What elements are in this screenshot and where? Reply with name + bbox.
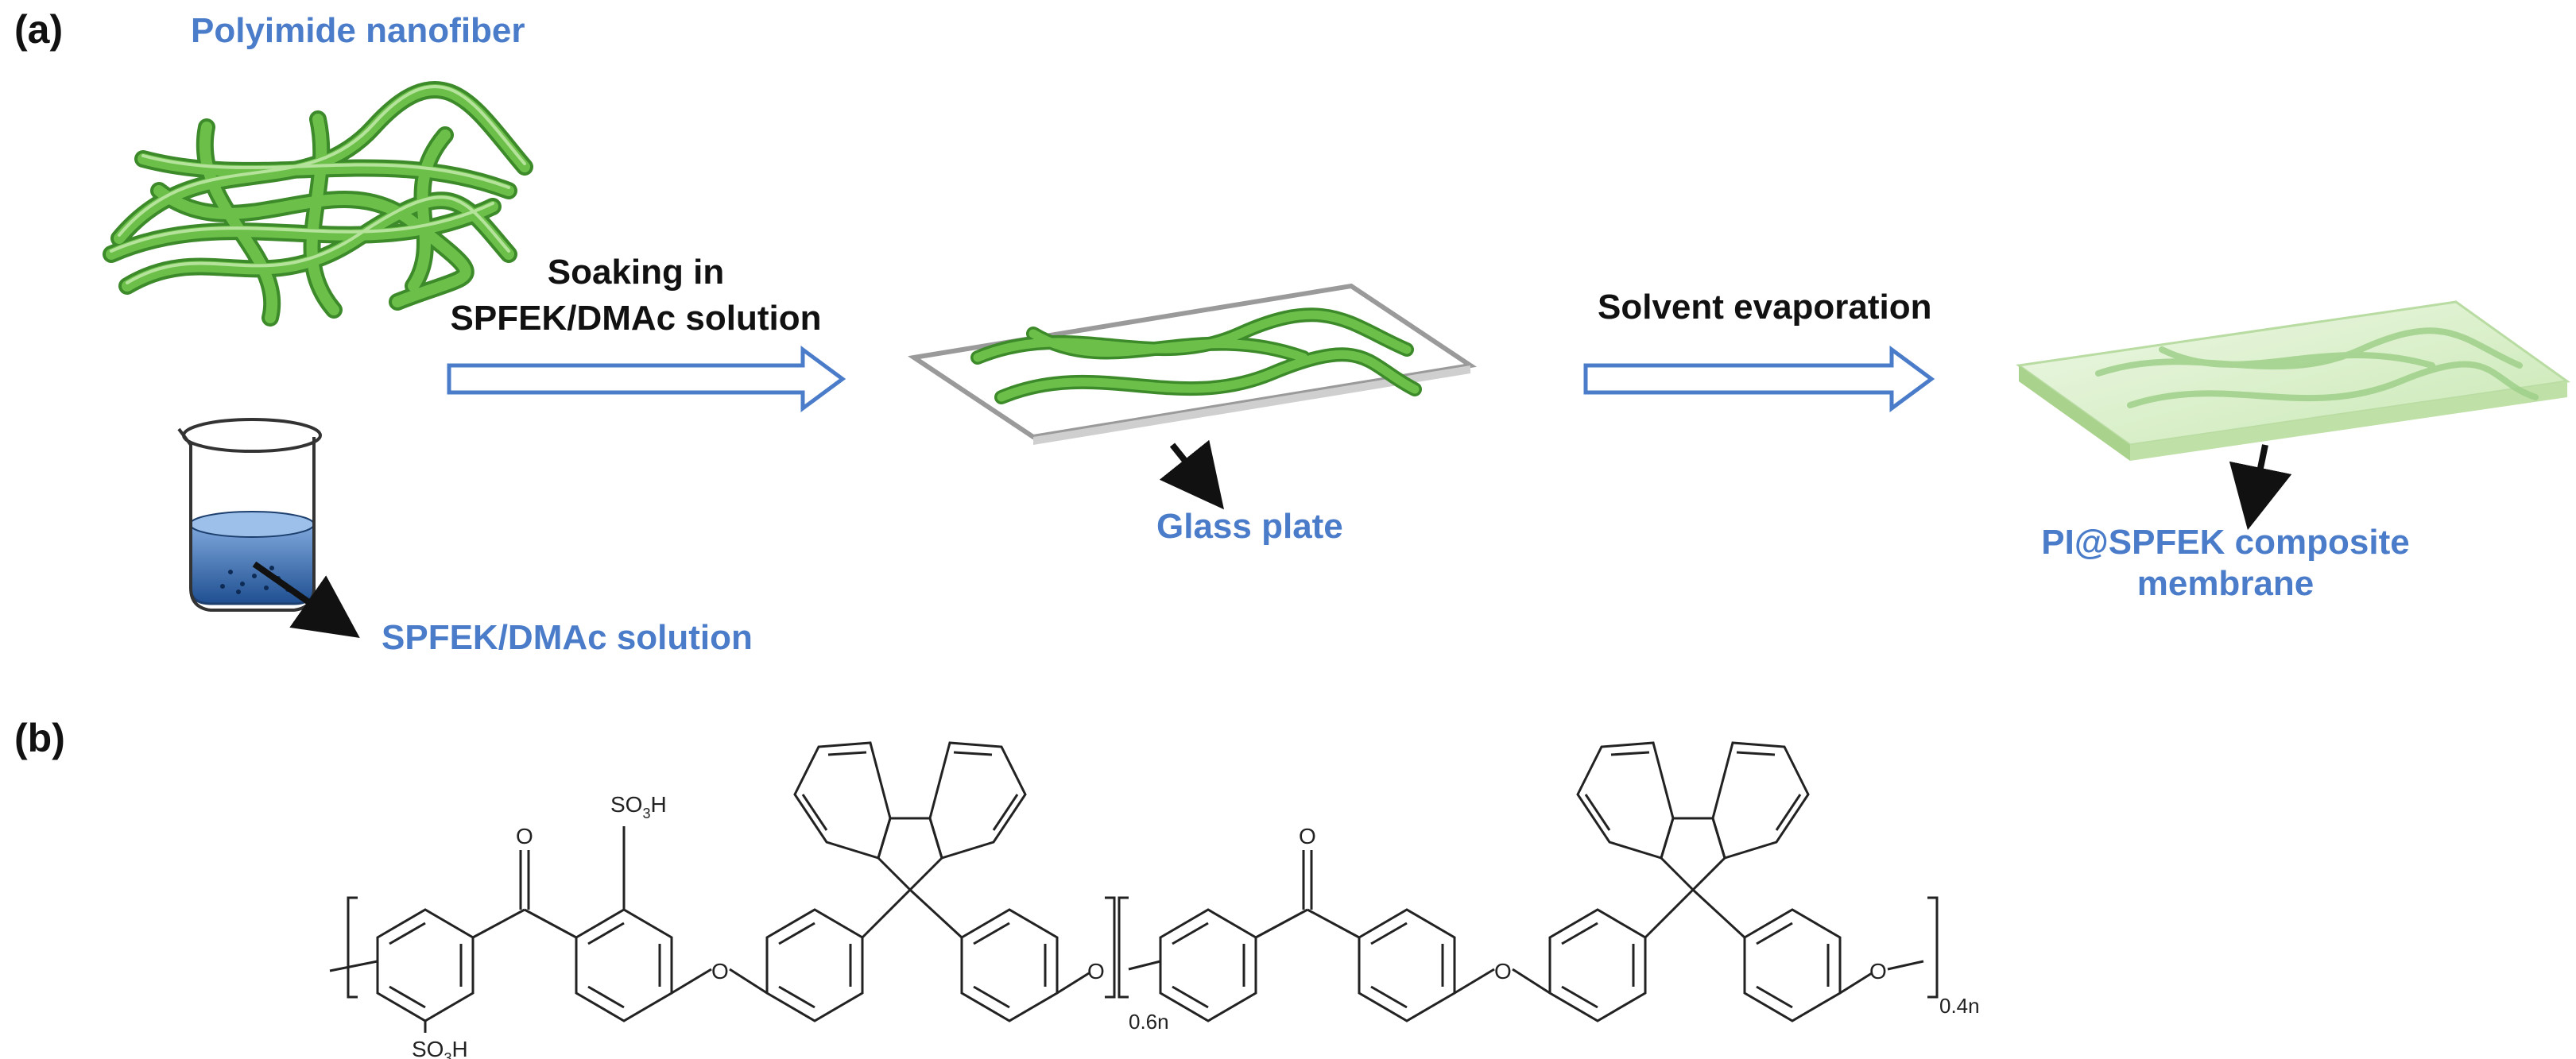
ether-oxygen-1: O bbox=[711, 959, 729, 984]
left-bracket bbox=[347, 896, 358, 999]
so3h-bottom-h: H bbox=[451, 1037, 467, 1059]
ether-oxygen-4: O bbox=[1869, 959, 1887, 984]
middle-bracket-right bbox=[1105, 896, 1116, 999]
benzene-ring-6 bbox=[1358, 908, 1456, 1022]
process-arrow-1 bbox=[447, 346, 846, 412]
solution-pointer-arrow bbox=[252, 561, 360, 638]
process-arrow-2 bbox=[1583, 346, 1935, 412]
membrane-label-line1: PI@SPFEK composite bbox=[2041, 523, 2410, 562]
benzene-ring-5 bbox=[1159, 908, 1257, 1022]
svg-text:SO3H: SO3H bbox=[412, 1037, 468, 1059]
step1-label-line2: SPFEK/DMAc solution bbox=[450, 299, 822, 338]
benzene-ring-2 bbox=[575, 908, 673, 1022]
carbonyl-oxygen-1: O bbox=[516, 824, 533, 848]
sulfonic-acid-bottom: SO3H bbox=[412, 1037, 468, 1059]
benzene-ring-8 bbox=[1743, 908, 1842, 1022]
benzene-ring-4 bbox=[960, 908, 1059, 1022]
so3h-bottom-3: 3 bbox=[444, 1050, 451, 1059]
membrane-pointer-arrow bbox=[2229, 444, 2292, 531]
panel-a-label: (a) bbox=[14, 7, 64, 52]
fluorene-unit-1 bbox=[793, 741, 1027, 892]
spfek-solution-label: SPFEK/DMAc solution bbox=[382, 618, 753, 657]
svg-text:SO3H: SO3H bbox=[610, 792, 667, 821]
glass-plate-pointer-arrow bbox=[1159, 439, 1224, 510]
ether-oxygen-3: O bbox=[1087, 959, 1105, 984]
benzene-ring-7 bbox=[1548, 908, 1647, 1022]
repeat-fraction-0-6n: 0.6n bbox=[1129, 1010, 1169, 1034]
so3h-bottom-so: SO bbox=[412, 1037, 444, 1059]
benzene-ring-1 bbox=[376, 908, 475, 1022]
composite-membrane bbox=[2016, 300, 2570, 461]
fluorene-unit-2 bbox=[1576, 741, 1810, 892]
membrane-label-line2: membrane bbox=[2136, 564, 2315, 603]
carbonyl-oxygen-2: O bbox=[1299, 824, 1316, 848]
right-bracket bbox=[1927, 896, 1939, 999]
panel-b-label: (b) bbox=[14, 716, 65, 760]
nanofiber-mat bbox=[103, 80, 533, 327]
so3h-top-h: H bbox=[650, 792, 666, 817]
polyimide-nanofiber-label: Polyimide nanofiber bbox=[191, 11, 525, 50]
middle-bracket-left bbox=[1118, 896, 1129, 999]
glass-plate-label: Glass plate bbox=[1156, 507, 1343, 546]
glass-plate-with-fibers bbox=[907, 283, 1478, 445]
repeat-fraction-0-4n: 0.4n bbox=[1939, 994, 1980, 1018]
step1-label-line1: Soaking in bbox=[547, 253, 725, 292]
sulfonic-acid-top: SO3H bbox=[610, 792, 667, 821]
ether-oxygen-2: O bbox=[1494, 959, 1512, 984]
benzene-ring-3 bbox=[765, 908, 864, 1022]
so3h-top-so: SO bbox=[610, 792, 642, 817]
step2-label: Solvent evaporation bbox=[1598, 288, 1932, 327]
so3h-top-3: 3 bbox=[642, 806, 650, 821]
